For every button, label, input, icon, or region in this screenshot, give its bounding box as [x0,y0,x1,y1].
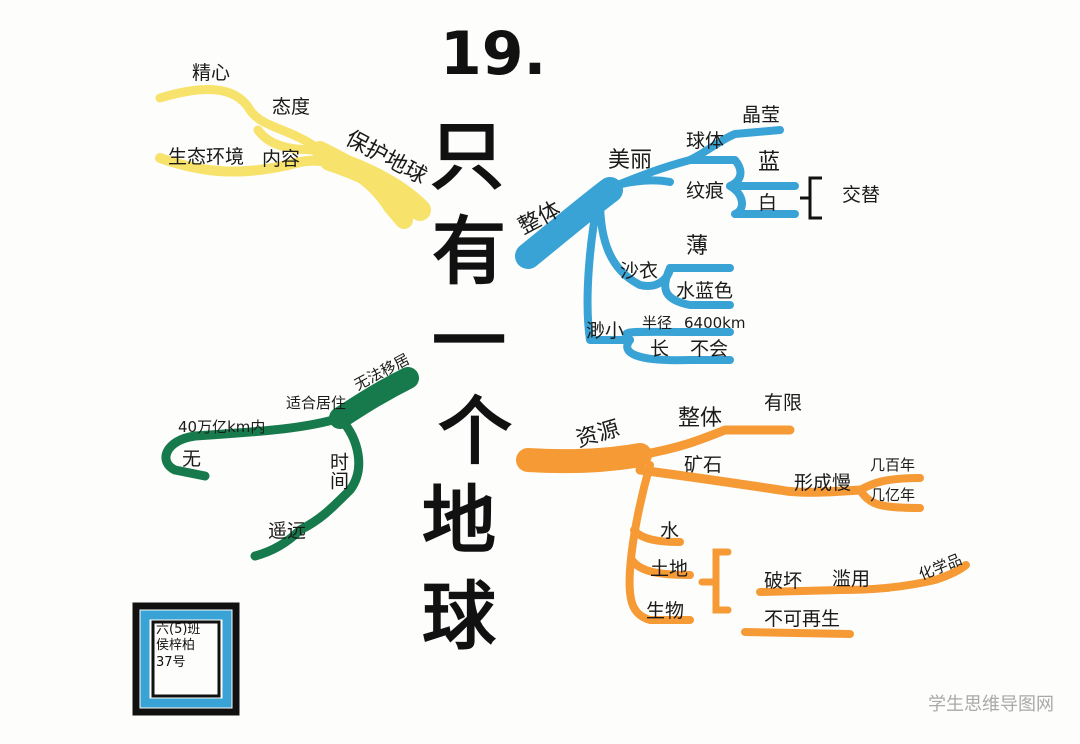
label-thin: 薄 [686,234,709,259]
title-number: 19. [440,19,547,89]
orange-brace [698,548,732,614]
label-time: 时间 [327,452,349,490]
label-eco: 生态环境 [168,146,245,168]
blue-brace [800,176,822,220]
label-not: 不会 [690,338,729,360]
label-limited: 有限 [764,392,803,414]
label-sphere: 球体 [686,130,725,152]
label-white: 白 [758,192,778,214]
label-texture: 纹痕 [686,180,725,202]
blue-branch [515,126,799,365]
title-char-2: 有 [432,209,506,295]
label-content: 内容 [262,148,301,170]
title-char-6: 球 [422,574,496,660]
label-far: 遥远 [268,520,307,542]
label-blue: 蓝 [758,150,781,175]
label-beauty: 美丽 [608,148,653,173]
signature: 六(5)班 侯梓柏 37号 [156,622,220,671]
signature-number: 37号 [156,654,186,670]
signature-frame [132,602,240,716]
label-crystal: 晶莹 [742,104,781,126]
label-water-blue: 水蓝色 [676,280,734,302]
label-alternate: 交替 [842,184,881,206]
label-mineral: 矿石 [684,454,723,476]
title-char-1: 只 [430,114,504,200]
label-radius-value: 6400km [684,314,746,332]
signature-name: 侯梓柏 [156,638,196,654]
label-nonrenewable: 不可再生 [764,608,841,630]
yellow-branch [155,85,431,229]
label-none: 无 [182,448,202,470]
label-destroy: 破坏 [764,570,803,592]
green-branch [161,367,419,561]
title-char-5: 地 [422,478,496,564]
label-slow: 形成慢 [794,472,852,494]
label-small: 渺小 [586,320,625,342]
label-sandcoat: 沙衣 [620,260,659,282]
label-suitable: 适合居住 [286,394,347,412]
label-abuse: 滥用 [832,568,871,590]
label-water: 水 [660,520,680,542]
label-distance: 40万亿km内 [178,418,266,436]
label-hundreds-years: 几百年 [870,456,916,474]
signature-class: 六(5)班 [156,622,201,637]
label-radius: 半径 [642,314,673,332]
orange-branch [516,425,970,638]
title-char-3: 一 [432,299,506,385]
label-careful: 精心 [192,62,231,84]
label-hundreds-millions-years: 几亿年 [870,486,916,504]
title-char-4: 个 [438,389,512,475]
label-long: 长 [650,338,670,360]
label-orange-whole: 整体 [678,406,723,431]
label-life: 生物 [646,600,685,622]
label-attitude: 态度 [272,96,311,118]
watermark: 学生思维导图网 [928,694,1054,715]
label-land: 土地 [650,558,689,580]
